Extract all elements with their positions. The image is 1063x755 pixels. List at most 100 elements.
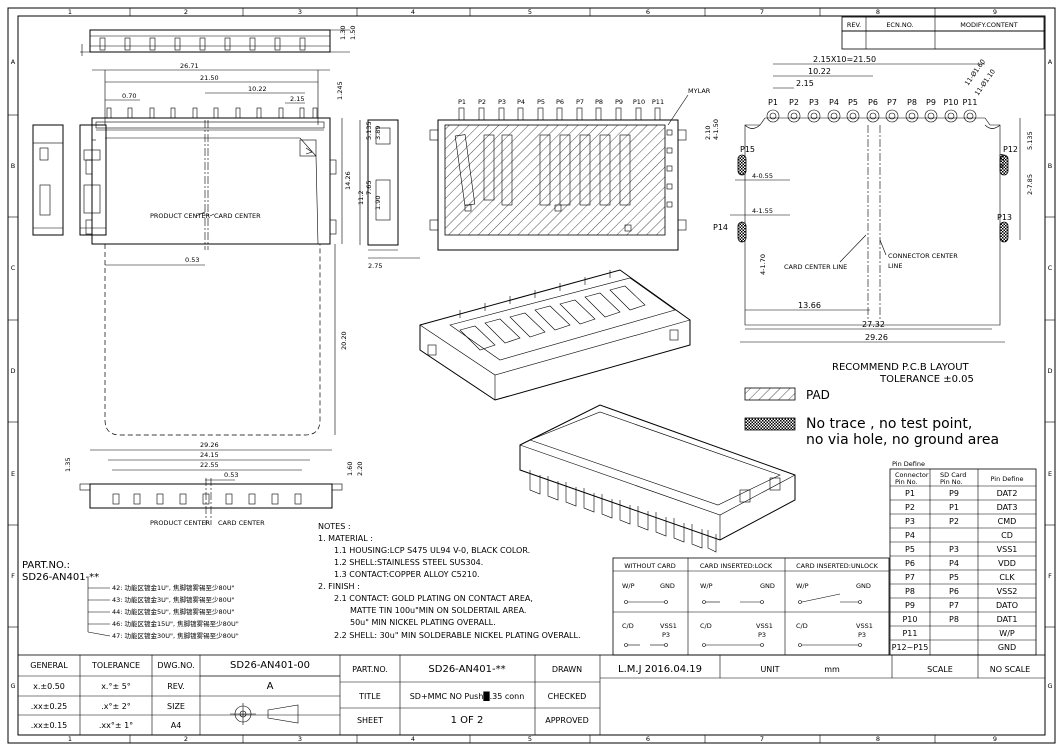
pcb-layout-title: RECOMMEND P.C.B LAYOUT [832, 362, 970, 373]
bottom-pin-p11: P11 [652, 98, 664, 106]
part-number-options: PART.NO.: SD26-AN401-** 42: 功能区镀金1U", 焦脚… [22, 560, 239, 640]
zone-bottom-8: 8 [876, 735, 880, 743]
zone-bottom-2: 2 [184, 735, 188, 743]
front-view: 29.26 24.15 22.55 0.53 1.35 1.60 2.20 PR… [64, 441, 364, 527]
tol-angle-3: .xx°± 1° [99, 721, 133, 730]
sheet-value: 1 OF 2 [451, 715, 484, 726]
zone-right-d: D [1047, 367, 1052, 375]
bottom-pin-p10: P10 [633, 98, 645, 106]
p3-label-3: P3 [858, 631, 866, 639]
pin-cell: P2 [905, 503, 915, 512]
zone-left-f: F [11, 572, 15, 580]
gnd-label-2: GND [760, 582, 775, 590]
col-sd-card-pin-2: Pin No. [940, 478, 963, 486]
switch-header-inserted-unlock: CARD INSERTED:UNLOCK [796, 562, 879, 570]
approved-label: APPROVED [545, 716, 589, 725]
zone-left-g: G [10, 682, 15, 690]
dim-11-2: 11.2 [357, 191, 365, 205]
vss1-label-2: VSS1 [756, 622, 773, 630]
zone-left-a: A [11, 58, 16, 66]
general-label: GENERAL [30, 661, 68, 670]
product-center-label: PRODUCT CENTER [150, 212, 210, 220]
bottom-pin-p1: P1 [458, 98, 466, 106]
col-sd-card-pin: SD Card [940, 471, 966, 479]
pin-cell: P7 [905, 573, 915, 582]
dim-0-53: 0.53 [185, 256, 199, 264]
pin-cell: P10 [902, 615, 917, 624]
bottom-pin-p7: P7 [576, 98, 584, 106]
pin-cell: P6 [905, 559, 915, 568]
zone-top-1: 1 [68, 8, 72, 16]
cd-label-1: C/D [622, 622, 634, 630]
pcb-dim-4-1-55: 4-1.55 [752, 207, 773, 215]
dim-7-65: 7.65 [365, 181, 373, 195]
pcb-pin-p4: P4 [829, 98, 839, 107]
pcb-dim-4-0-55: 4-0.55 [752, 172, 773, 180]
bottom-pin-p5: P5 [537, 98, 545, 106]
bottom-view: P1 P2 P3 P4 P5 P6 P7 P8 P9 P10 P11 MYLAR [429, 87, 711, 251]
dim-24-15: 24.15 [200, 451, 219, 459]
dim-10-22: 10.22 [248, 85, 267, 93]
pin-cell: P4 [905, 531, 915, 540]
pin-cell: DAT3 [997, 503, 1018, 512]
pcb-dim-2-10: 2.10 [704, 126, 712, 140]
pcb-dim-10-22: 10.22 [808, 67, 831, 76]
notes-title: NOTES : [318, 522, 351, 531]
zone-left-c: C [11, 264, 16, 272]
pin-cell: P8 [949, 615, 959, 624]
pin-cell: W/P [999, 629, 1015, 638]
zone-bottom-7: 7 [760, 735, 764, 743]
note-line-4: 1.3 CONTACT:COPPER ALLOY C5210. [334, 570, 480, 579]
bottom-pin-p4: P4 [517, 98, 525, 106]
note-line-8: 50u" MIN NICKEL PLATING OVERALL. [350, 618, 496, 627]
cd-label-2: C/D [700, 622, 712, 630]
checked-label: CHECKED [548, 692, 587, 701]
dim-1-60: 1.60 [346, 462, 354, 476]
plating-option-43: 43: 功能区镀金3U", 焦脚镀雾锡至少80U" [112, 595, 235, 604]
zone-bottom-1: 1 [68, 735, 72, 743]
pcb-pin-p8: P8 [907, 98, 917, 107]
pcb-layout-tolerance: TOLERANCE ±0.05 [879, 374, 974, 385]
zone-top-4: 4 [411, 8, 415, 16]
front-product-center-label: PRODUCT CENTER [150, 519, 210, 527]
zone-top-6: 6 [646, 8, 650, 16]
pin-cell: P5 [905, 545, 915, 554]
pin-cell: P7 [949, 601, 959, 610]
title-label: TITLE [358, 692, 381, 701]
dim-14-26: 14.26 [344, 171, 352, 190]
zone-top-7: 7 [760, 8, 764, 16]
dim-2-15: 2.15 [290, 95, 304, 103]
pin-cell: GND [998, 643, 1016, 652]
wp-label-2: W/P [700, 582, 713, 590]
col-pin-define: Pin Define [991, 475, 1024, 483]
legend: PAD No trace , no test point, no via hol… [744, 387, 999, 448]
dim-1-50: 1.50 [349, 26, 357, 40]
pcb-dim-13-66: 13.66 [798, 301, 821, 310]
pin-define-title: Pin Define [892, 460, 925, 468]
dim-1-245: 1.245 [336, 81, 344, 100]
note-line-2: 1.1 HOUSING:LCP S475 UL94 V-0, BLACK COL… [334, 546, 530, 555]
size-value: A4 [171, 721, 182, 730]
rev-header: REV. [847, 21, 861, 29]
dim-3-89: 3.89 [374, 126, 382, 140]
title-value: SD+MMC NO Push█.35 conn [410, 691, 525, 701]
wp-label-1: W/P [622, 582, 635, 590]
pin-cell: VSS1 [997, 545, 1018, 554]
note-line-5: 2. FINISH : [318, 582, 360, 591]
zone-right-c: C [1048, 264, 1053, 272]
pin-cell: P4 [949, 559, 959, 568]
pin-cell: VDD [998, 559, 1016, 568]
pin-cell: P2 [949, 517, 959, 526]
pcb-dim-4-1-50: 4-1.50 [712, 119, 720, 140]
dwg-no-value: SD26-AN401-00 [230, 660, 310, 671]
part-no-label-tb: PART.NO. [352, 665, 388, 674]
pin-cell: P6 [949, 587, 959, 596]
sheet-label: SHEET [357, 716, 383, 725]
tol-angle-2: .x°± 2° [101, 702, 131, 711]
vss1-label-3: VSS1 [856, 622, 873, 630]
pcb-dim-4-19: 4.19 [998, 154, 1006, 168]
isometric-view-2 [519, 404, 796, 553]
dim-26-71: 26.71 [180, 62, 199, 70]
cd-label-3: C/D [796, 622, 808, 630]
